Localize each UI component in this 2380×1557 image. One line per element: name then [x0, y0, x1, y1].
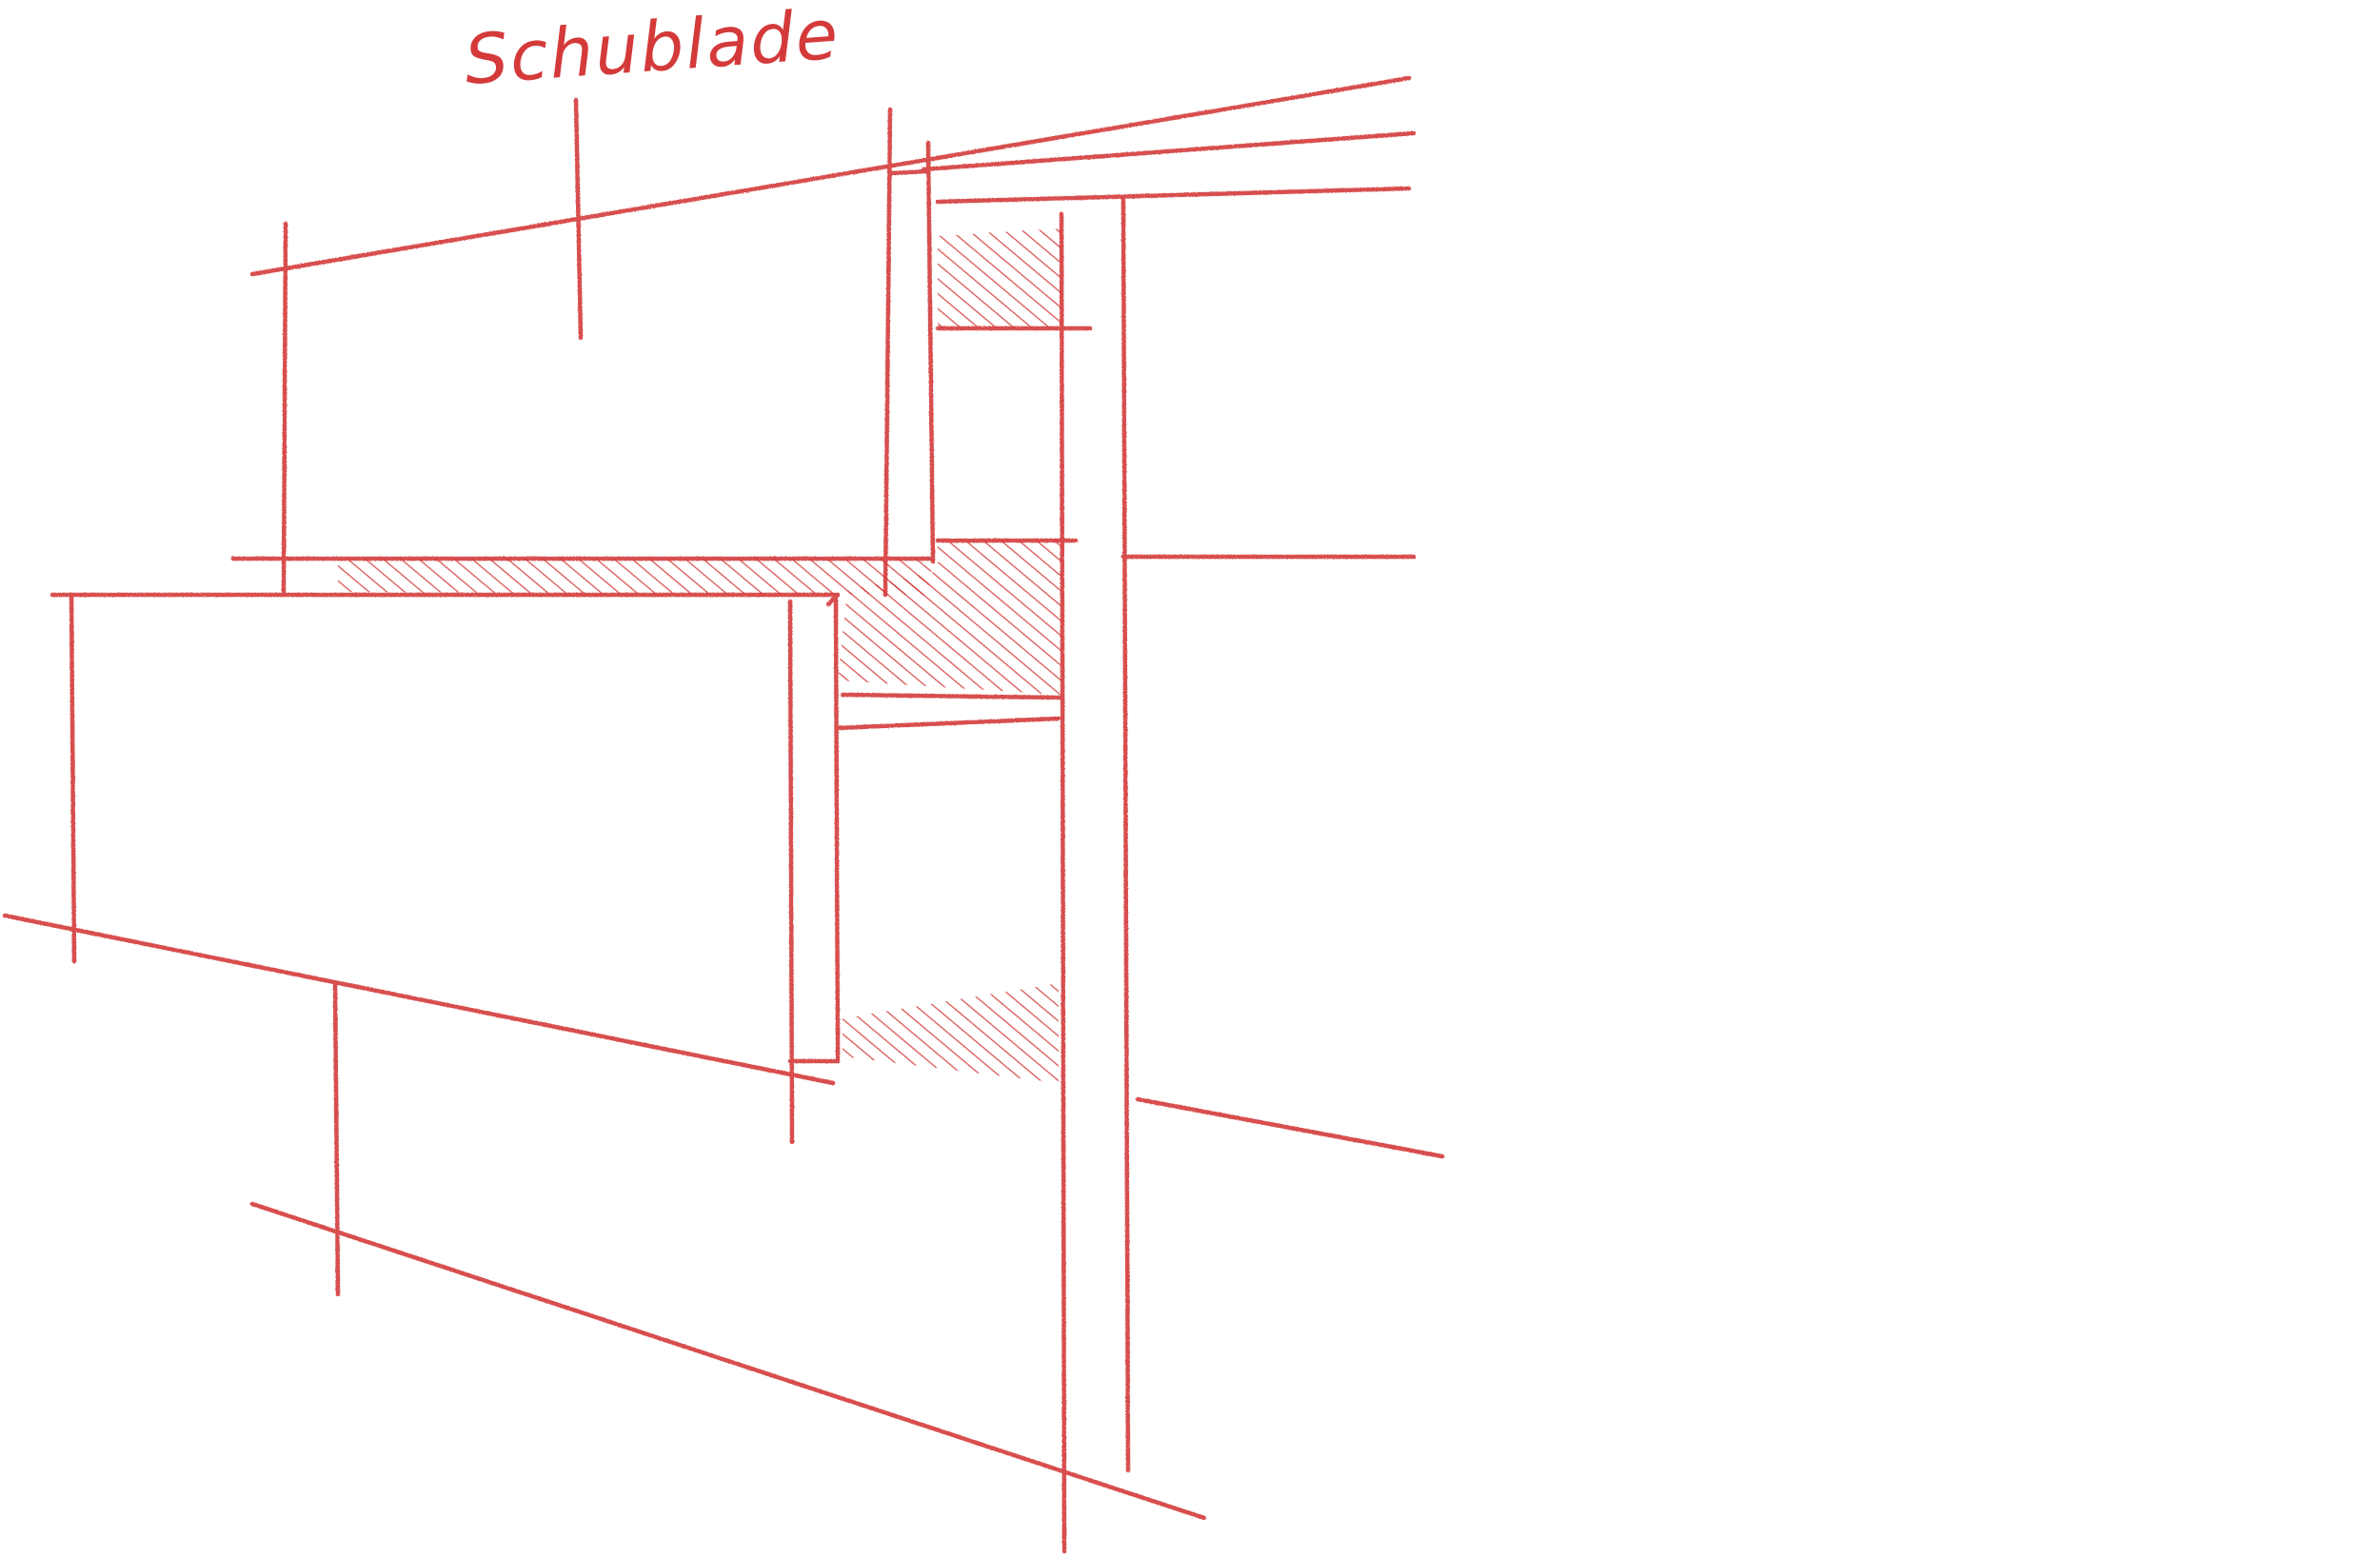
mid-gap-lower-line — [835, 716, 1061, 731]
construction-lines — [2, 75, 1445, 1554]
label-leader-line — [573, 97, 584, 341]
base-bottom-line — [249, 1201, 1207, 1521]
hatched-regions — [338, 228, 1061, 1083]
drawer-front-vertical-2 — [925, 140, 936, 564]
lower-block-front-vertical — [787, 599, 795, 1145]
lower-block-front-vertical-2 — [833, 597, 841, 1064]
lower-block-left-edge — [69, 592, 77, 964]
drawer-front-vertical — [883, 107, 893, 598]
right-horizon-low — [1135, 1096, 1445, 1159]
upper-gap-hatch — [938, 228, 1061, 328]
side-panel-vertical — [1059, 211, 1067, 1554]
mid-gap-bottom — [840, 692, 1064, 700]
top-perspective-line — [249, 75, 1412, 277]
base-left-edge — [332, 982, 341, 1297]
top-perspective-line-3 — [935, 186, 1412, 205]
drawer-front-cap — [887, 168, 931, 176]
top-perspective-line-2 — [921, 130, 1417, 172]
drawer-left-edge — [281, 221, 288, 598]
base-strip-hatch — [338, 559, 933, 595]
side-panel-vertical-2 — [1121, 197, 1131, 1473]
lower-block-bottom-edge — [2, 913, 836, 1086]
middle-gap-hatch — [838, 541, 1061, 695]
lower-gap-hatch — [843, 983, 1059, 1083]
lower-block-corner — [825, 592, 841, 607]
drawer-label: Schublade — [462, 0, 842, 100]
